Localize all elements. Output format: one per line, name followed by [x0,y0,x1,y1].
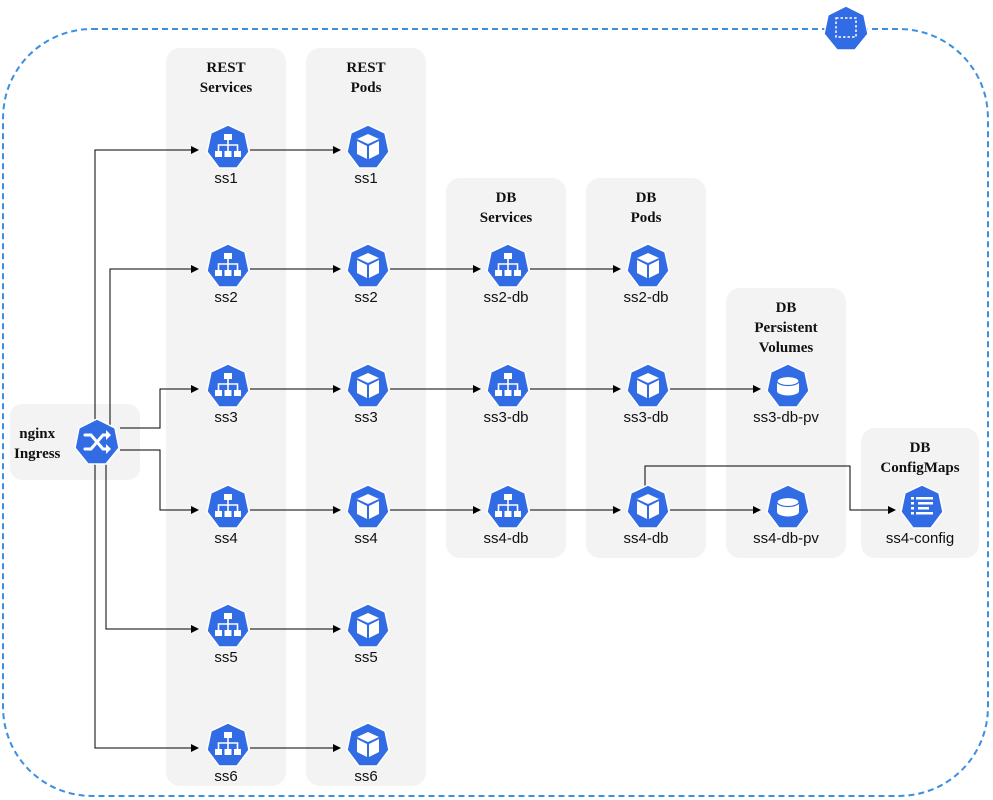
node-label: ss1 [214,170,238,187]
pod-icon [346,722,390,767]
cluster-icon [823,5,869,51]
node-label: ss2-db [483,289,529,306]
column-title: DB ConfigMaps [861,438,979,478]
pod-node-ss1: ss1 [321,124,411,194]
node-label: ss4-db-pv [753,530,819,547]
service-icon [486,484,530,529]
service-node-ss3: ss3 [181,363,271,433]
shuffle-icon [74,418,120,465]
persistent-volume-icon [766,484,810,529]
service-node-ss5: ss5 [181,603,271,673]
node-label: ss2 [214,289,238,306]
column-title-line: Services [199,80,253,96]
connector-ingress-ss3 [120,385,199,429]
column-title-line: Services [479,210,533,226]
pod-icon [346,124,390,169]
pod-node-ss5: ss5 [321,603,411,673]
node-label: ss6 [354,768,378,785]
node-label: ss3 [354,409,378,426]
pod-node-ss3: ss3 [321,363,411,433]
connector-ingress-ss2 [109,265,199,425]
pod-icon [346,603,390,648]
pod-node-ss4: ss4 [321,484,411,554]
ingress-label-line: nginx [19,426,56,442]
connector-ingress-ss1 [94,146,199,425]
column-title: DB Services [446,188,566,228]
column-title-line: DB [495,190,517,206]
node-label: ss4-config [885,530,955,547]
node-label: ss2-db [623,289,669,306]
column-title-line: REST [206,60,246,76]
service-icon [206,363,250,408]
service-icon [206,484,250,529]
node-label: ss3 [214,409,238,426]
column-title-line: Pods [630,210,662,226]
db-pod-node-ss2-db: ss2-db [601,243,691,313]
db-service-node-ss4-db: ss4-db [461,484,551,554]
connector-dbpod-configmap-ss4 [644,465,896,514]
service-node-ss4: ss4 [181,484,271,554]
pod-icon [346,484,390,529]
service-icon [206,722,250,767]
pv-node-ss3-db-pv: ss3-db-pv [741,363,831,433]
column-title-line: Persistent [754,320,818,336]
column-rest-pods: REST Pods [306,48,426,786]
pod-node-ss6: ss6 [321,722,411,792]
db-pod-node-ss3-db: ss3-db [601,363,691,433]
connector-ingress-ss4 [120,449,199,514]
cluster-boundary [2,28,989,797]
column-title: DB Persistent Volumes [726,298,846,358]
service-icon [206,243,250,288]
node-label: ss1 [354,170,378,187]
node-label: ss3-db [483,409,529,426]
db-service-node-ss2-db: ss2-db [461,243,551,313]
connector-ingress-ss6 [94,462,199,752]
column-title-line: DB [635,190,657,206]
node-label: ss6 [214,768,238,785]
pod-icon [346,243,390,288]
column-title-line: DB [775,300,797,316]
ingress-label: nginx Ingress [14,424,60,464]
pod-node-ss2: ss2 [321,243,411,313]
persistent-volume-icon [766,363,810,408]
pv-node-ss4-db-pv: ss4-db-pv [741,484,831,554]
column-title-line: DB [909,440,931,456]
column-title: REST Pods [306,58,426,98]
node-label: ss3-db [623,409,669,426]
column-title: DB Pods [586,188,706,228]
service-icon [206,124,250,169]
column-title-line: REST [346,60,386,76]
column-title-line: Pods [350,80,382,96]
service-node-ss2: ss2 [181,243,271,313]
service-icon [486,243,530,288]
service-icon [206,603,250,648]
pod-icon [626,484,670,529]
service-node-ss6: ss6 [181,722,271,792]
column-title-line: ConfigMaps [880,460,960,476]
column-title-line: Volumes [758,340,814,356]
configmap-node-ss4-config: ss4-config [875,484,965,554]
service-icon [486,363,530,408]
configmap-icon [900,484,944,529]
connector-ingress-ss5 [105,462,199,633]
node-label: ss2 [354,289,378,306]
node-label: ss4 [354,530,378,547]
node-label: ss4-db [623,530,669,547]
node-label: ss3-db-pv [753,409,819,426]
db-service-node-ss3-db: ss3-db [461,363,551,433]
service-node-ss1: ss1 [181,124,271,194]
pod-icon [626,363,670,408]
column-title: REST Services [166,58,286,98]
node-label: ss5 [214,649,238,666]
node-label: ss5 [354,649,378,666]
node-label: ss4-db [483,530,529,547]
pod-icon [346,363,390,408]
node-label: ss4 [214,530,238,547]
column-rest-services: REST Services [166,48,286,786]
pod-icon [626,243,670,288]
db-pod-node-ss4-db: ss4-db [601,484,691,554]
ingress-label-line: Ingress [14,446,61,462]
